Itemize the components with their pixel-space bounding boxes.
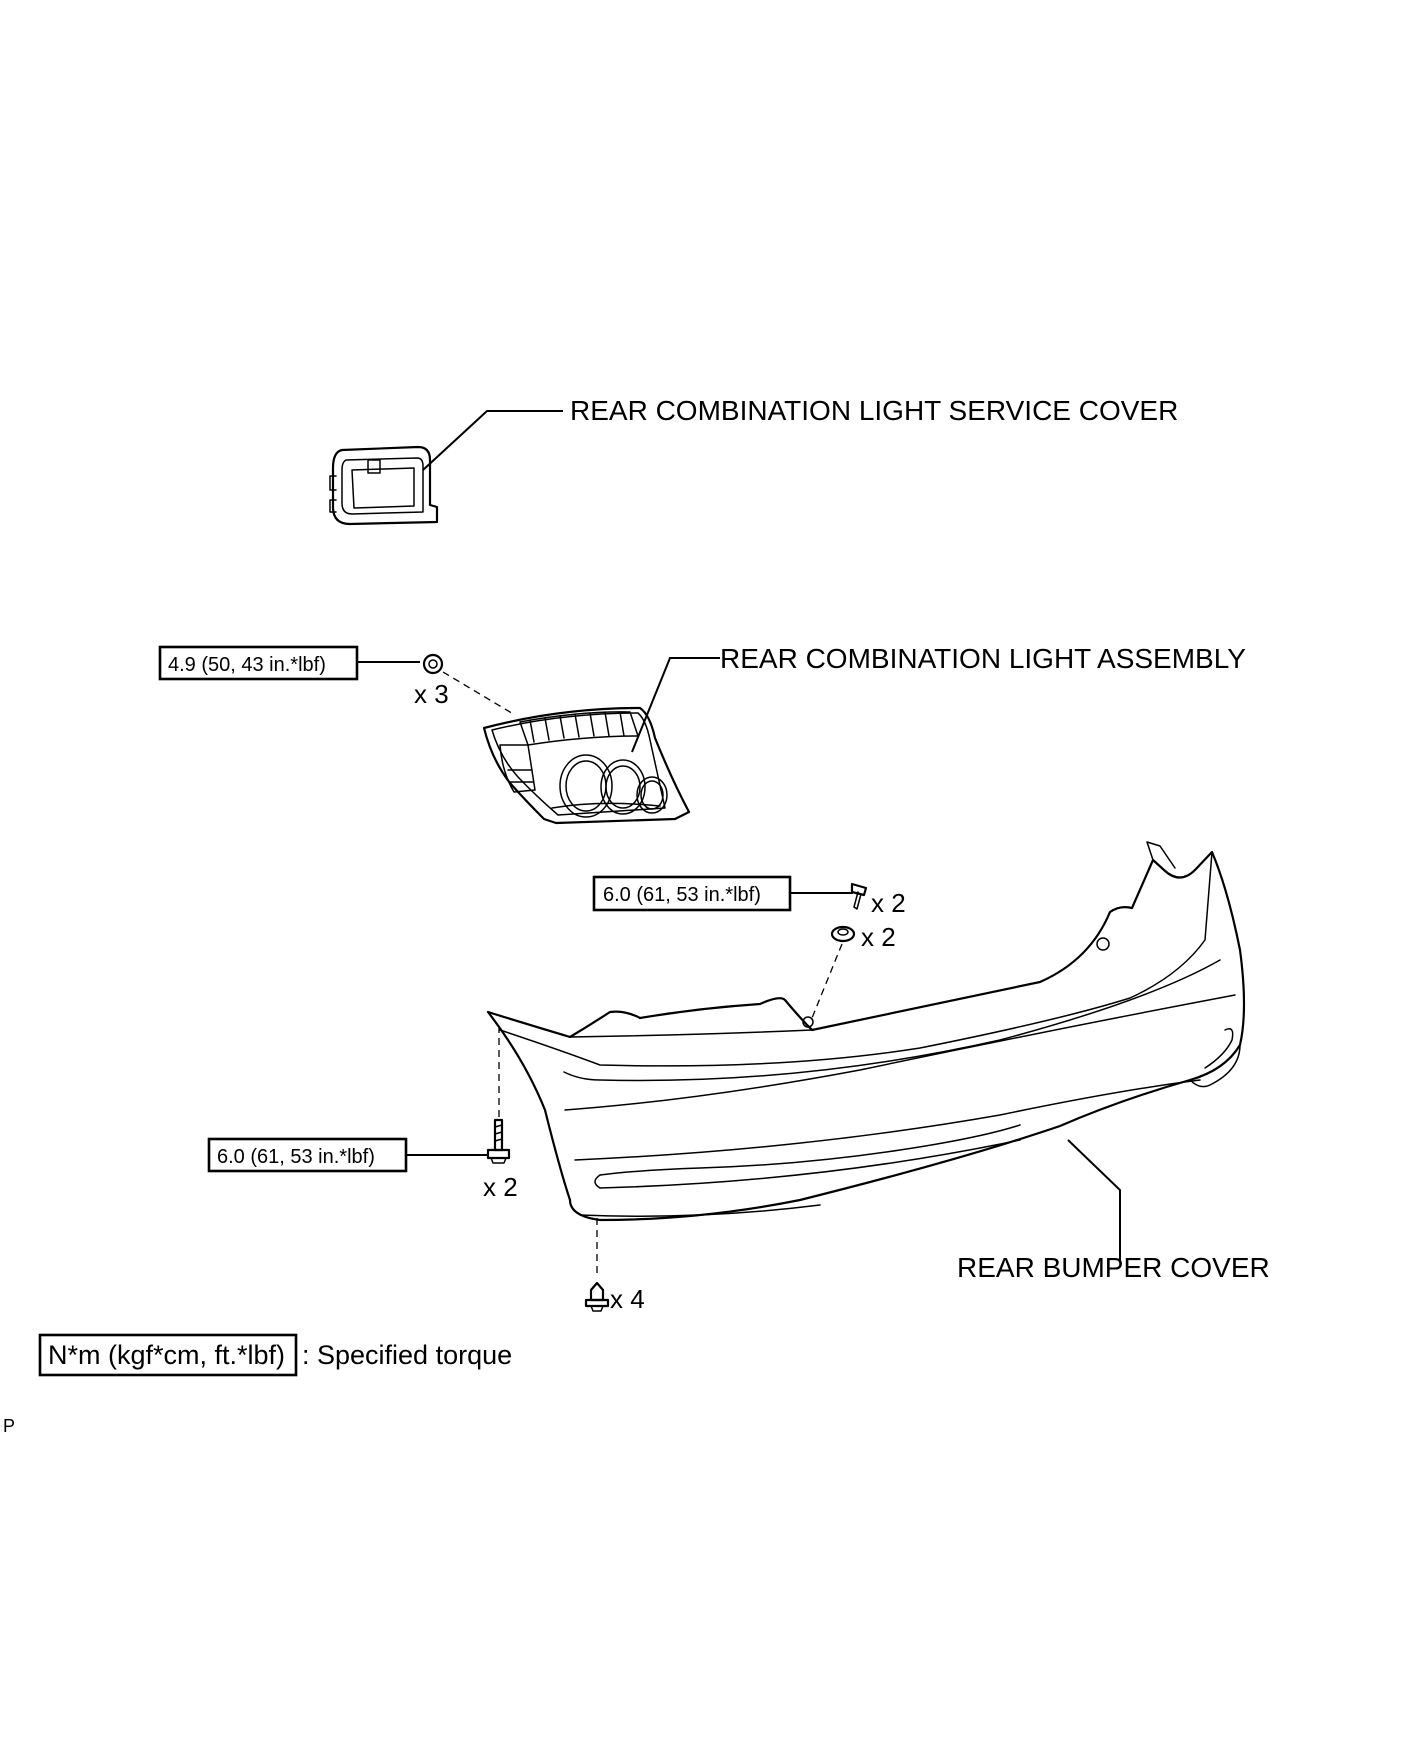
legend-description: : Specified torque <box>302 1340 512 1370</box>
legend-torque-box <box>38 1333 298 1377</box>
light-assembly-drawing <box>482 706 691 825</box>
side-screw-quantity: x 2 <box>483 1172 518 1202</box>
light-nut-dash-line <box>442 671 516 716</box>
service-cover-drawing <box>329 445 439 526</box>
side-screw-torque-value: 6.0 (61, 53 in.*lbf) <box>217 1146 375 1168</box>
upper-screw-torque-value: 6.0 (61, 53 in.*lbf) <box>603 884 761 906</box>
upper-clip-dash-line <box>811 943 843 1019</box>
light-assembly-label: REAR COMBINATION LIGHT ASSEMBLY <box>720 643 1246 674</box>
screw-icon <box>850 882 868 910</box>
upper-clip-quantity: x 2 <box>861 922 896 952</box>
light-nut-torque-box <box>158 645 359 681</box>
service-cover-leader <box>422 410 563 471</box>
bumper-cover-drawing <box>486 841 1246 1222</box>
upper-screw-quantity: x 2 <box>871 888 906 918</box>
bumper-cover-label: REAR BUMPER COVER <box>957 1252 1270 1283</box>
legend-box-text: N*m (kgf*cm, ft.*lbf) <box>48 1340 285 1370</box>
corner-code: P <box>3 1416 15 1436</box>
push-clip-icon <box>584 1281 610 1312</box>
light-assembly-leader <box>631 657 720 753</box>
upper-screw-torque-box <box>592 875 792 912</box>
bumper-cover-leader <box>1067 1139 1121 1262</box>
service-cover-label: REAR COMBINATION LIGHT SERVICE COVER <box>570 395 1178 426</box>
nut-icon <box>422 653 444 675</box>
clip-icon <box>830 925 856 943</box>
light-nut-torque-value: 4.9 (50, 43 in.*lbf) <box>168 654 326 676</box>
light-nut-quantity: x 3 <box>414 679 449 709</box>
bottom-clip-quantity: x 4 <box>610 1284 645 1314</box>
bolt-icon <box>486 1118 511 1164</box>
